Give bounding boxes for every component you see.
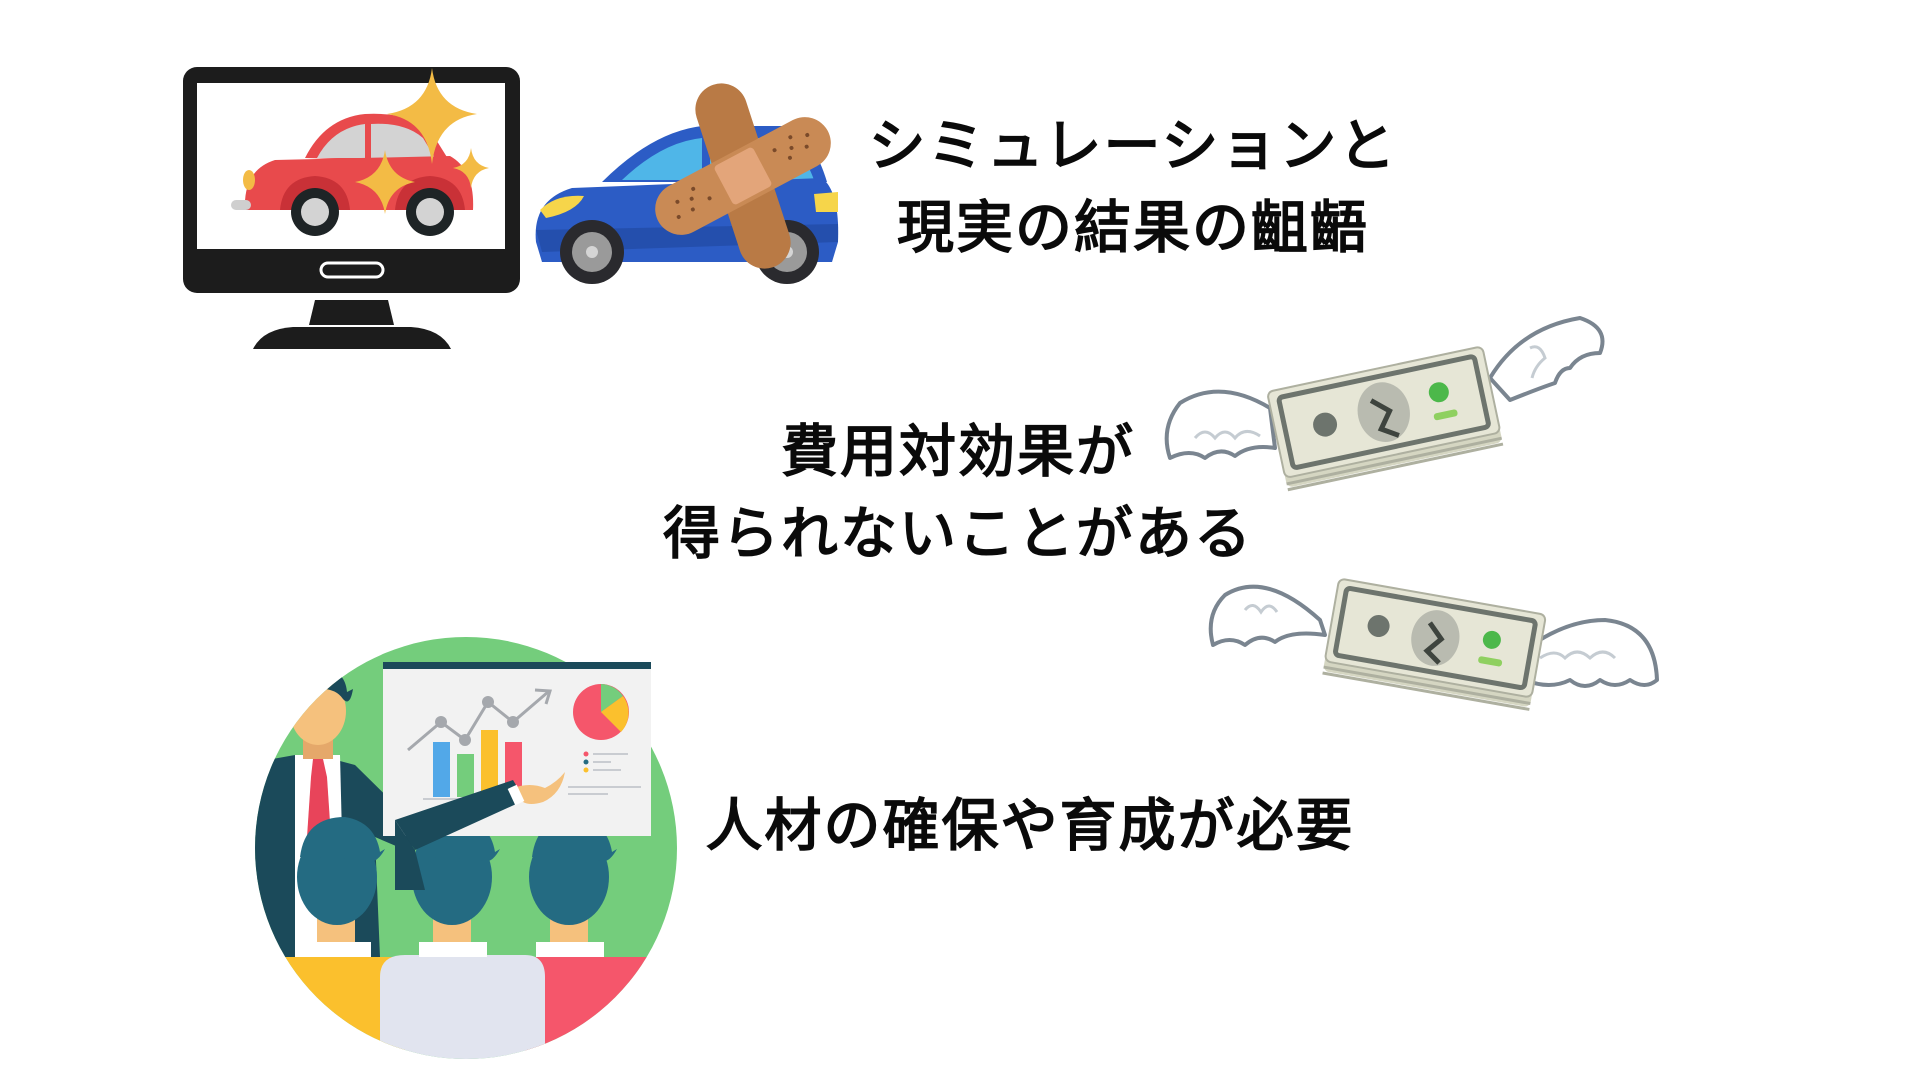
caption-line: 費用対効果が bbox=[781, 419, 1135, 485]
presenter-icon bbox=[255, 637, 677, 1059]
caption-line: シミュレーションと bbox=[868, 113, 1398, 179]
flying-money-icon bbox=[1205, 540, 1660, 716]
flying-money-icon bbox=[1160, 308, 1610, 494]
sparkle-icon bbox=[453, 148, 489, 188]
caption-simulation-gap: シミュレーションと 現実の結果の齟齬 bbox=[848, 118, 1418, 257]
red-car-icon bbox=[231, 100, 495, 240]
sparkle-icon bbox=[387, 68, 477, 164]
caption-line: 現実の結果の齟齬 bbox=[897, 195, 1369, 261]
caption-talent: 人材の確保や育成が必要 bbox=[690, 798, 1370, 855]
sparkle-icon bbox=[355, 150, 415, 214]
chart-icon bbox=[383, 662, 651, 836]
bandage-icon bbox=[648, 76, 838, 276]
presenter-arm bbox=[395, 772, 565, 900]
caption-cost-effectiveness: 費用対効果が 得られないことがある bbox=[658, 424, 1258, 563]
caption-line: 得られないことがある bbox=[663, 501, 1253, 567]
caption-line: 人材の確保や育成が必要 bbox=[705, 793, 1355, 859]
